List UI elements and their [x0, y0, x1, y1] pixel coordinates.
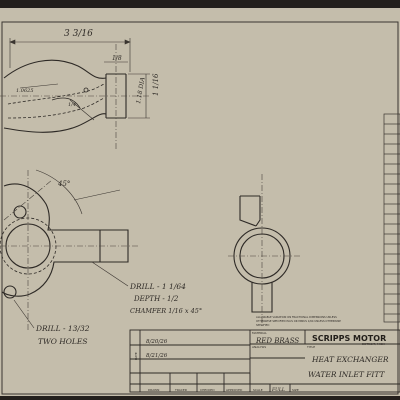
company-name: SCRIPPS MOTOR: [312, 334, 386, 343]
drill-note-2-line1: DRILL - 13/32: [35, 324, 90, 333]
drill-note-2: DRILL - 13/32 TWO HOLES: [13, 299, 90, 346]
drawn-label: DRAWN: [148, 388, 159, 392]
analysis-label: ANALYSIS: [252, 345, 266, 349]
paper: [0, 8, 400, 396]
material-label: MATERIAL: [252, 331, 267, 335]
checked-label: CHECKED: [200, 388, 215, 392]
title-block: [129, 329, 400, 393]
small-dim-1: 1/8: [112, 55, 122, 62]
revision-panel: [383, 113, 400, 323]
date-value-1: 8/20/26: [146, 339, 168, 345]
traced-label: TRACED: [174, 388, 188, 392]
drill-note-1-line3: CHAMFER 1/16 x 45°: [130, 307, 202, 315]
top-view-centerlines: [0, 44, 150, 150]
dimension-lines-top: [9, 38, 150, 121]
flange-centerlines: [0, 170, 138, 330]
top-view: [3, 59, 127, 133]
drill-leader-1: [91, 261, 129, 287]
drill-leader-2: [13, 299, 35, 329]
drill-note-1-line2: DEPTH - 1/2: [133, 295, 179, 303]
title-label: TITLE: [306, 345, 315, 349]
date-value-2: 8/21/26: [146, 353, 168, 359]
size-label: SIZE: [292, 388, 299, 392]
tolerance-note: ALLOWABLE VARIATION ON FRACTIONAL DIMENS…: [256, 315, 341, 327]
drill-note-1-line1: DRILL - 1 1/64: [129, 282, 186, 291]
company-city: DETROIT, MICH: [362, 342, 385, 346]
flange-height-dim: 1 1/16: [152, 73, 160, 96]
diameter-dim: 1.18 DIA: [135, 76, 147, 104]
tolerance-line-3: SPECIFIED: [256, 323, 269, 327]
tolerance-line-1: ALLOWABLE VARIATION ON FRACTIONAL DIMENS…: [256, 315, 337, 319]
small-dim-2: 1/4: [68, 102, 76, 108]
paper-shading: [0, 8, 400, 396]
angle-dimension: [35, 169, 121, 215]
drill-note-2-line2: TWO HOLES: [38, 337, 88, 346]
scale-label: SCALE: [253, 388, 263, 392]
approved-label: APPROVED: [226, 388, 243, 392]
side-view-centerlines: [228, 174, 300, 326]
tolerance-line-2: OTHERWISE SPECIFIED PLUS OR MINUS 1/64 U…: [256, 319, 341, 323]
sheet-border: [1, 21, 399, 395]
overall-width-dim: 3 3/16: [64, 29, 93, 39]
left-note-dim: 1.0625: [16, 88, 34, 94]
part-title-line-1: HEAT EXCHANGER: [311, 355, 389, 364]
material-value: RED BRASS: [255, 337, 299, 345]
angle-dim: 45°: [57, 180, 70, 188]
drill-note-1: DRILL - 1 1/64 DEPTH - 1/2 CHAMFER 1/16 …: [91, 261, 202, 315]
part-title-line-2: WATER INLET FITT: [308, 370, 386, 379]
date-label: DATE: [134, 352, 138, 360]
scale-value: FULL: [271, 387, 285, 393]
